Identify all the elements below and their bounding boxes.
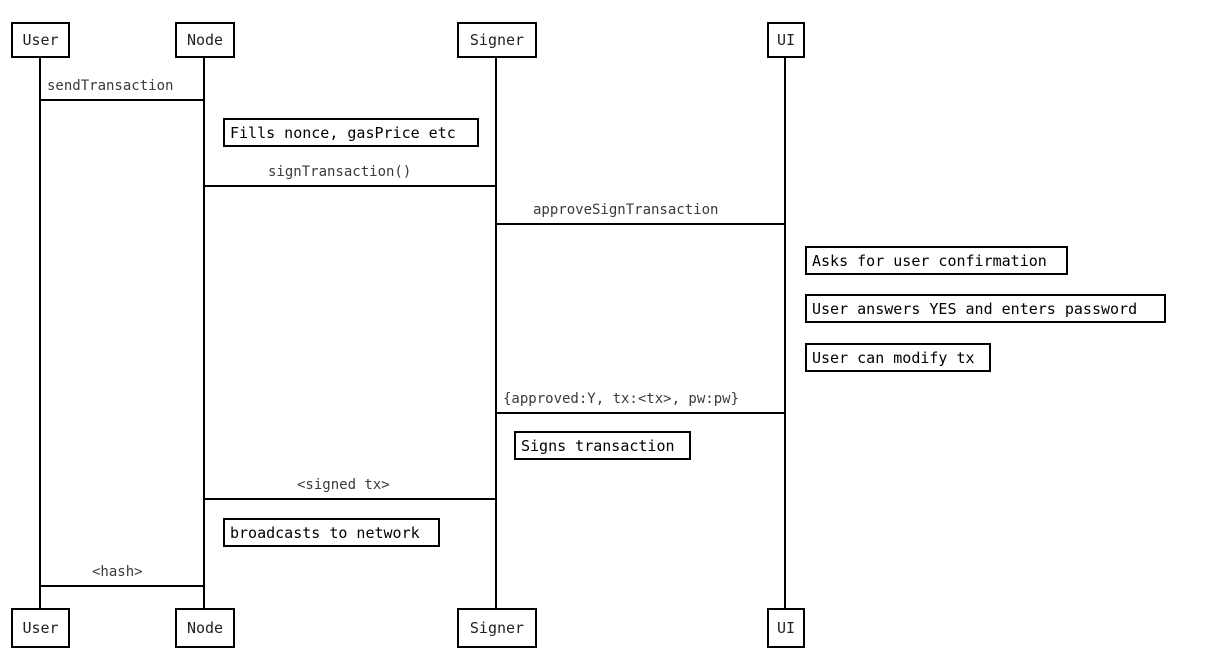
message-label-m1: sendTransaction	[47, 78, 174, 94]
message-line-m3	[495, 223, 786, 225]
note-n6[interactable]: broadcasts to network	[223, 518, 440, 547]
note-text-n2: Asks for user confirmation	[812, 252, 1047, 270]
participant-foot-label-ui: UI	[776, 619, 796, 637]
participant-head-ui[interactable]: UI	[767, 22, 805, 58]
message-line-m2	[203, 185, 497, 187]
message-line-m4	[495, 412, 786, 414]
message-label-m2: signTransaction()	[268, 164, 412, 180]
participant-head-signer[interactable]: Signer	[457, 22, 537, 58]
note-text-n5: Signs transaction	[521, 437, 675, 455]
message-line-m1	[39, 99, 205, 101]
lifeline-signer	[495, 58, 497, 608]
note-n4[interactable]: User can modify tx	[805, 343, 991, 372]
message-label-m4: {approved:Y, tx:<tx>, pw:pw}	[503, 391, 740, 407]
participant-foot-label-signer: Signer	[469, 619, 525, 637]
participant-head-user[interactable]: User	[11, 22, 70, 58]
participant-foot-signer[interactable]: Signer	[457, 608, 537, 648]
message-label-m5: <signed tx>	[297, 477, 390, 493]
note-n2[interactable]: Asks for user confirmation	[805, 246, 1068, 275]
message-label-m6: <hash>	[92, 564, 143, 580]
participant-head-label-node: Node	[186, 31, 224, 49]
participant-head-label-signer: Signer	[469, 31, 525, 49]
message-line-m5	[203, 498, 497, 500]
message-line-m6	[39, 585, 205, 587]
lifeline-node	[203, 58, 205, 608]
note-text-n1: Fills nonce, gasPrice etc	[230, 124, 456, 142]
participant-foot-ui[interactable]: UI	[767, 608, 805, 648]
note-text-n6: broadcasts to network	[230, 524, 420, 542]
note-n3[interactable]: User answers YES and enters password	[805, 294, 1166, 323]
note-text-n4: User can modify tx	[812, 349, 975, 367]
participant-foot-user[interactable]: User	[11, 608, 70, 648]
message-label-m3: approveSignTransaction	[533, 202, 719, 218]
participant-head-label-ui: UI	[776, 31, 796, 49]
lifeline-user	[39, 58, 41, 608]
note-text-n3: User answers YES and enters password	[812, 300, 1138, 318]
participant-foot-label-user: User	[22, 619, 59, 637]
participant-head-label-user: User	[22, 31, 59, 49]
participant-foot-node[interactable]: Node	[175, 608, 235, 648]
lifeline-ui	[784, 58, 786, 608]
note-n1[interactable]: Fills nonce, gasPrice etc	[223, 118, 479, 147]
participant-head-node[interactable]: Node	[175, 22, 235, 58]
participant-foot-label-node: Node	[186, 619, 224, 637]
note-n5[interactable]: Signs transaction	[514, 431, 691, 460]
